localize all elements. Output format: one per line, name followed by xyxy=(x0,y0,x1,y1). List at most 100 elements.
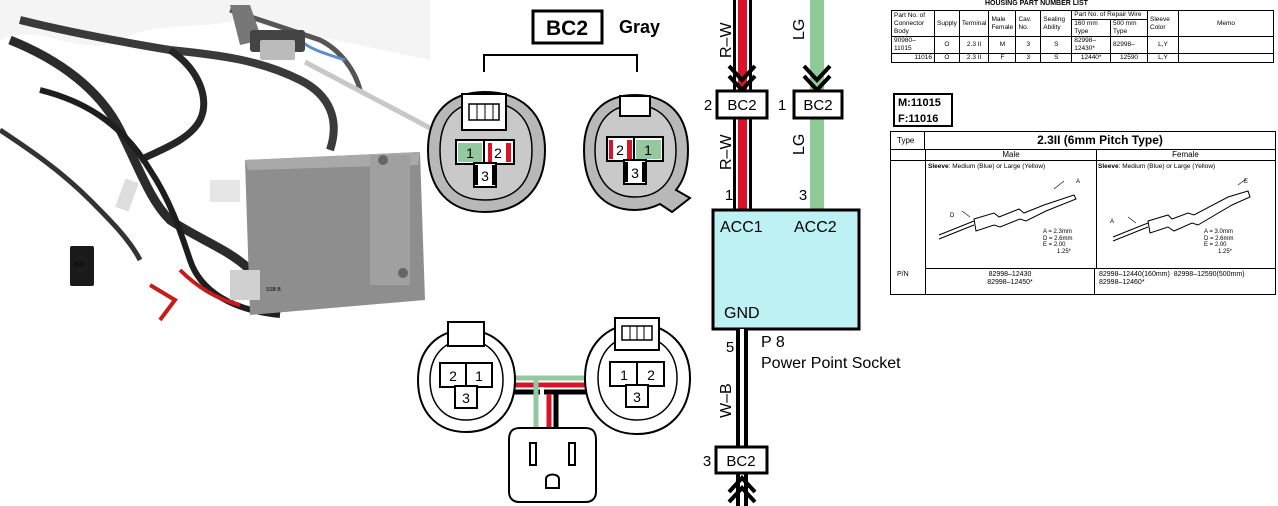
hdr-sleeve-color: Sleeve Color xyxy=(1147,10,1179,37)
wire-label-lg-mid: LG xyxy=(791,134,808,155)
hdr-500mm: 500 mm Type xyxy=(1110,19,1148,37)
hdr-160mm: 160 mm Type xyxy=(1071,19,1112,37)
female-dim-d: D = 2.6mm xyxy=(1204,235,1234,242)
wire-label-wb: W–B xyxy=(718,383,735,418)
pn-female-2: 82998–12590(500mm) xyxy=(1173,271,1245,278)
male-dim-a: A = 2.3mm xyxy=(1043,229,1072,235)
connector-bracket xyxy=(483,54,638,72)
hdr-terminal: Terminal xyxy=(958,10,990,37)
row2-part: 11016 xyxy=(891,53,935,63)
gnd-label: GND xyxy=(724,305,760,322)
switch-label: ACC xyxy=(74,262,85,268)
female-terminal-drawing xyxy=(1112,178,1251,242)
hdr-part-no: Part No. of Connector Body xyxy=(891,10,935,37)
row1-seal: S xyxy=(1040,36,1073,54)
socket-wiring-drawing: 2 1 3 1 2 3 xyxy=(416,317,692,503)
pin-top-left: 2 xyxy=(704,97,712,114)
schematic: BC2 BC2 2 1 R–W LG R–W LG 1 3 ACC1 ACC2 … xyxy=(703,0,901,506)
male-terminal-drawing xyxy=(938,180,1077,240)
female-header: Female xyxy=(1172,150,1199,159)
socket-right-pin-2: 2 xyxy=(647,367,655,383)
male-dim-d: D = 2.6mm xyxy=(1043,235,1073,242)
socket-right-pin-1: 1 xyxy=(620,367,628,383)
bc2-right-pin-1: 1 xyxy=(644,142,652,158)
socket-left-pin-2: 2 xyxy=(449,368,457,384)
pin-acc2: 3 xyxy=(799,187,807,204)
hdr-male-female: Male Female xyxy=(988,10,1017,37)
socket-left-pin-1: 1 xyxy=(475,368,483,384)
type-value: 2.3II (6mm Pitch Type) xyxy=(1037,133,1163,147)
bc2-box-label-left: BC2 xyxy=(727,97,756,114)
wire-label-lg-top: LG xyxy=(791,19,808,40)
socket-left-pin-3: 3 xyxy=(462,390,470,406)
male-dim-extra: 1.25* xyxy=(1057,248,1072,255)
type-label: Type xyxy=(891,132,925,149)
row2-cav: 3 xyxy=(1015,53,1042,63)
bc2-title: BC2 xyxy=(546,17,588,40)
housing-list-table: Part No. of Connector Body Supply Termin… xyxy=(891,10,1274,63)
bc2-title-box xyxy=(531,9,604,45)
hdr-memo: Memo xyxy=(1178,10,1274,37)
bc2-left-pin-2: 2 xyxy=(494,145,502,161)
component-id: P 8 xyxy=(761,334,785,351)
male-header: Male xyxy=(925,149,1097,160)
female-dim-a: A = 3.0mm xyxy=(1204,229,1233,235)
pn-male-1: 82998–12430 xyxy=(988,271,1032,278)
female-dim-e: E = 2.00 xyxy=(1204,242,1227,248)
component-name: Power Point Socket xyxy=(761,355,901,372)
outlet-icon xyxy=(508,427,597,503)
row2-160: 12440* xyxy=(1071,53,1112,63)
bc2-box-label-right: BC2 xyxy=(803,97,832,114)
bc2-left-pin-3: 3 xyxy=(481,168,489,184)
bc2-connector-left: 1 2 3 xyxy=(426,90,547,214)
harness-photo: SSB B ACC xyxy=(0,0,430,330)
sleeve-label-female: Sleeve xyxy=(1098,163,1119,170)
row2-seal: S xyxy=(1040,53,1073,63)
row2-500: 12590 xyxy=(1110,53,1148,63)
hdr-supply: Supply xyxy=(934,10,960,37)
sleeve-male: : Medium (Blue) or Large (Yellow) xyxy=(948,163,1046,170)
module-label: SSB B xyxy=(266,287,281,293)
wire-label-rw-mid: R–W xyxy=(718,134,735,170)
pin-gnd: 5 xyxy=(726,339,734,356)
housing-list-title: HOUSING PART NUMBER LIST xyxy=(985,0,1088,7)
hdr-repair-wire: Part No. of Repair Wire xyxy=(1071,10,1148,20)
pin-acc1: 1 xyxy=(725,187,733,204)
female-dim-extra: 1.25* xyxy=(1218,248,1233,255)
row1-sleeve: L,Y xyxy=(1147,36,1179,54)
pn-label: P/N xyxy=(897,271,909,278)
row1-mf: M xyxy=(988,36,1017,54)
row2-sleeve: L,Y xyxy=(1147,53,1179,63)
row2-terminal: 2.3 II xyxy=(958,53,990,63)
hdr-cav-no: Cav. No. xyxy=(1015,10,1042,37)
bc2-connector-right: 2 1 3 xyxy=(582,93,692,214)
acc2-label: ACC2 xyxy=(794,219,837,236)
terminal-table: Type 2.3II (6mm Pitch Type) Male Female … xyxy=(890,131,1276,295)
power-point-box xyxy=(711,208,861,331)
row2-mf: F xyxy=(988,53,1017,63)
pn-male-2: 82998–12450* xyxy=(987,279,1033,286)
row1-160: 82998–12430* xyxy=(1071,36,1112,54)
row1-cav: 3 xyxy=(1015,36,1042,54)
socket-right-pin-3: 3 xyxy=(633,389,641,405)
acc1-label: ACC1 xyxy=(720,219,763,236)
male-code: M:11015 xyxy=(898,97,941,109)
bc2-color: Gray xyxy=(619,17,660,37)
mf-codes: M:11015 F:11016 xyxy=(893,93,953,127)
row1-part: 90980–11015 xyxy=(891,36,935,54)
pin-top-right: 1 xyxy=(778,97,786,114)
sleeve-female: : Medium (Blue) or Large (Yellow) xyxy=(1118,163,1216,170)
pn-female-3: 82998–12460* xyxy=(1099,279,1145,286)
female-code: F:11016 xyxy=(898,113,939,125)
row1-supply: O xyxy=(934,36,960,54)
row1-500: 82998– xyxy=(1110,36,1148,54)
hdr-sealing: Sealing Ability xyxy=(1040,10,1073,37)
sleeve-label-male: Sleeve xyxy=(928,163,949,170)
pin-bottom: 3 xyxy=(703,453,711,470)
bc2-left-pin-1: 1 xyxy=(466,145,474,161)
bc2-right-pin-3: 3 xyxy=(631,165,639,181)
bc2-box-label-bottom: BC2 xyxy=(726,453,755,470)
row1-terminal: 2.3 II xyxy=(958,36,990,54)
bc2-right-pin-2: 2 xyxy=(616,142,624,158)
